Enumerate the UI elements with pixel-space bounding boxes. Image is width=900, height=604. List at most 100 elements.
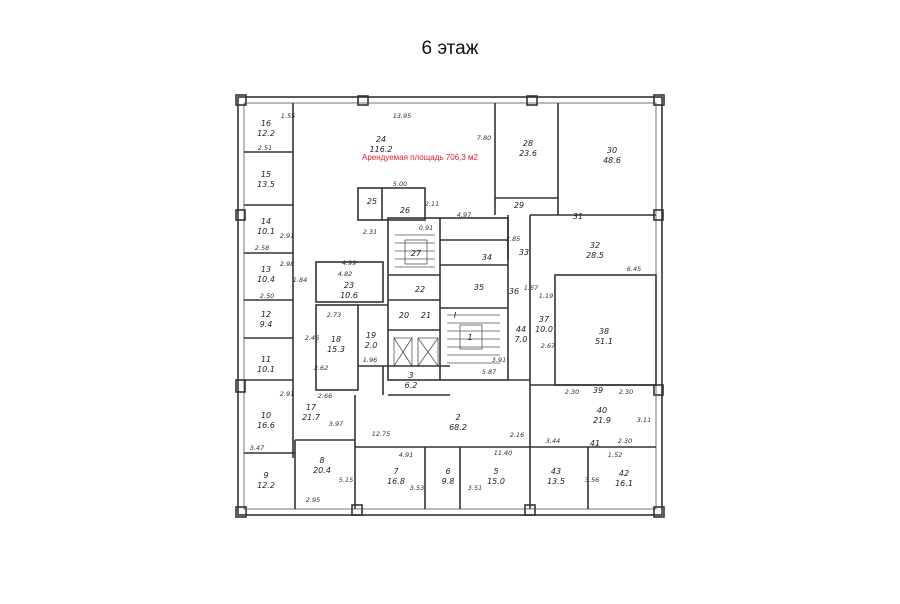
dimension: 12.75 [372,430,391,438]
dimension: 5.15 [339,476,353,484]
svg-text:28.5: 28.5 [586,251,604,260]
dimension: 2.67 [541,342,556,350]
room-25: 25 [367,197,377,206]
svg-text:16: 16 [261,119,271,128]
svg-text:15.3: 15.3 [327,345,345,354]
dimension: 6.45 [627,265,641,273]
dimension: 2.73 [327,311,341,319]
dimension: 2.91 [280,232,294,240]
room-33: 33 [519,248,529,257]
svg-text:6: 6 [445,467,450,476]
dimension: 0.91 [419,224,433,232]
dimension: 3.11 [637,416,651,424]
dimension: 2.30 [619,388,633,396]
room-2: 268.2 [449,413,467,432]
dimension: 3.56 [585,476,599,484]
dimension: 2.95 [306,496,320,504]
svg-text:23: 23 [344,281,354,290]
svg-text:23.6: 23.6 [519,149,537,158]
floor-title: 6 этаж [421,38,479,59]
dimension: 2.30 [565,388,579,396]
svg-text:9.8: 9.8 [442,477,455,486]
room-29: 29 [514,201,524,210]
svg-text:2.0: 2.0 [365,341,378,350]
room-36: 36 [509,287,519,296]
room-31: 31 [573,212,583,221]
dimension: 2.91 [280,390,294,398]
svg-text:21.9: 21.9 [593,416,611,425]
svg-text:10.0: 10.0 [535,325,553,334]
svg-text:7: 7 [393,467,399,476]
dimension: 3.91 [492,356,506,364]
svg-text:13: 13 [261,265,271,274]
svg-text:12.2: 12.2 [257,481,275,490]
dimension: 4.82 [338,270,352,278]
svg-text:10.4: 10.4 [257,275,275,284]
dimension: 3.44 [546,437,560,445]
svg-text:28: 28 [523,139,533,148]
room-7: 716.8 [387,467,405,486]
dimension: 3.53 [410,484,424,492]
room-5: 515.0 [487,467,505,486]
dimension: 1.52 [608,451,622,459]
svg-text:16.1: 16.1 [615,479,633,488]
dimension: 3.97 [329,420,344,428]
dimension: 2.98 [280,260,294,268]
svg-text:44: 44 [516,325,526,334]
room-44: 447.0 [515,325,528,344]
svg-text:16.8: 16.8 [387,477,405,486]
svg-text:10.1: 10.1 [257,365,275,374]
svg-text:15.0: 15.0 [487,477,505,486]
room-12: 129.4 [260,310,273,329]
svg-text:8: 8 [319,456,324,465]
dimension: 5.87 [482,368,497,376]
svg-text:5: 5 [493,467,498,476]
svg-text:9.4: 9.4 [260,320,273,329]
room-27: 27 [411,249,422,258]
svg-text:37: 37 [539,315,550,324]
svg-text:10.6: 10.6 [340,291,358,300]
svg-text:30: 30 [607,146,617,155]
svg-text:48.6: 48.6 [603,156,621,165]
svg-text:13.5: 13.5 [547,477,565,486]
room-9: 912.2 [257,471,275,490]
room-19: 192.0 [365,331,378,350]
svg-text:9: 9 [263,471,268,480]
svg-text:3: 3 [408,371,413,380]
dimension: 1.19 [539,292,553,300]
svg-text:40: 40 [597,406,607,415]
svg-text:15: 15 [261,170,271,179]
svg-text:10.1: 10.1 [257,227,275,236]
dimension: 2.51 [258,144,272,152]
dimension: 4.91 [399,451,413,459]
dimension: 2.62 [314,364,328,372]
dimension: 2.31 [363,228,377,236]
svg-text:43: 43 [551,467,561,476]
dimension: 3.47 [250,444,265,452]
dimension-labels: 13.95 7.80 1.55 2.51 2.91 2.58 2.98 2.50… [250,112,651,504]
svg-text:6.2: 6.2 [405,381,418,390]
svg-text:12.2: 12.2 [257,129,275,138]
svg-text:51.1: 51.1 [595,337,613,346]
svg-text:2: 2 [455,413,460,422]
room-20: 20 [399,311,409,320]
dimension: 7.80 [477,134,491,142]
svg-text:20.4: 20.4 [313,466,331,475]
svg-text:14: 14 [261,217,271,226]
dimension: 1.96 [363,356,377,364]
dimension: 2.46 [305,334,319,342]
room-8: 820.4 [313,456,331,475]
